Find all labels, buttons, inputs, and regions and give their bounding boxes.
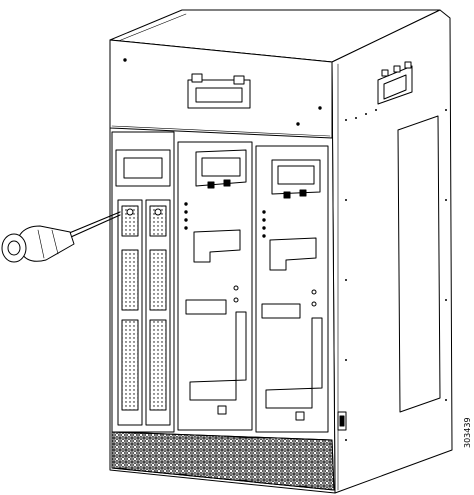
fan-tray-area: [111, 131, 175, 433]
power-supply-module-2: [255, 145, 329, 433]
air-intake-grille: [111, 431, 335, 491]
side-screw-row: [345, 109, 447, 441]
power-supply-module-1: [177, 141, 253, 431]
figure-id-text: 303439: [463, 417, 472, 448]
side-latch: [337, 411, 347, 431]
chassis-side-handle: [377, 61, 413, 105]
side-panel-window: [397, 115, 441, 413]
screwdriver-icon: [1, 211, 121, 263]
fan-tray-slot-1: [117, 199, 143, 426]
chassis-top-handle: [187, 73, 251, 109]
chassis-top-module: [109, 39, 333, 139]
fan-tray-slot-2: [145, 199, 171, 426]
figure-id: 303439: [463, 417, 472, 448]
